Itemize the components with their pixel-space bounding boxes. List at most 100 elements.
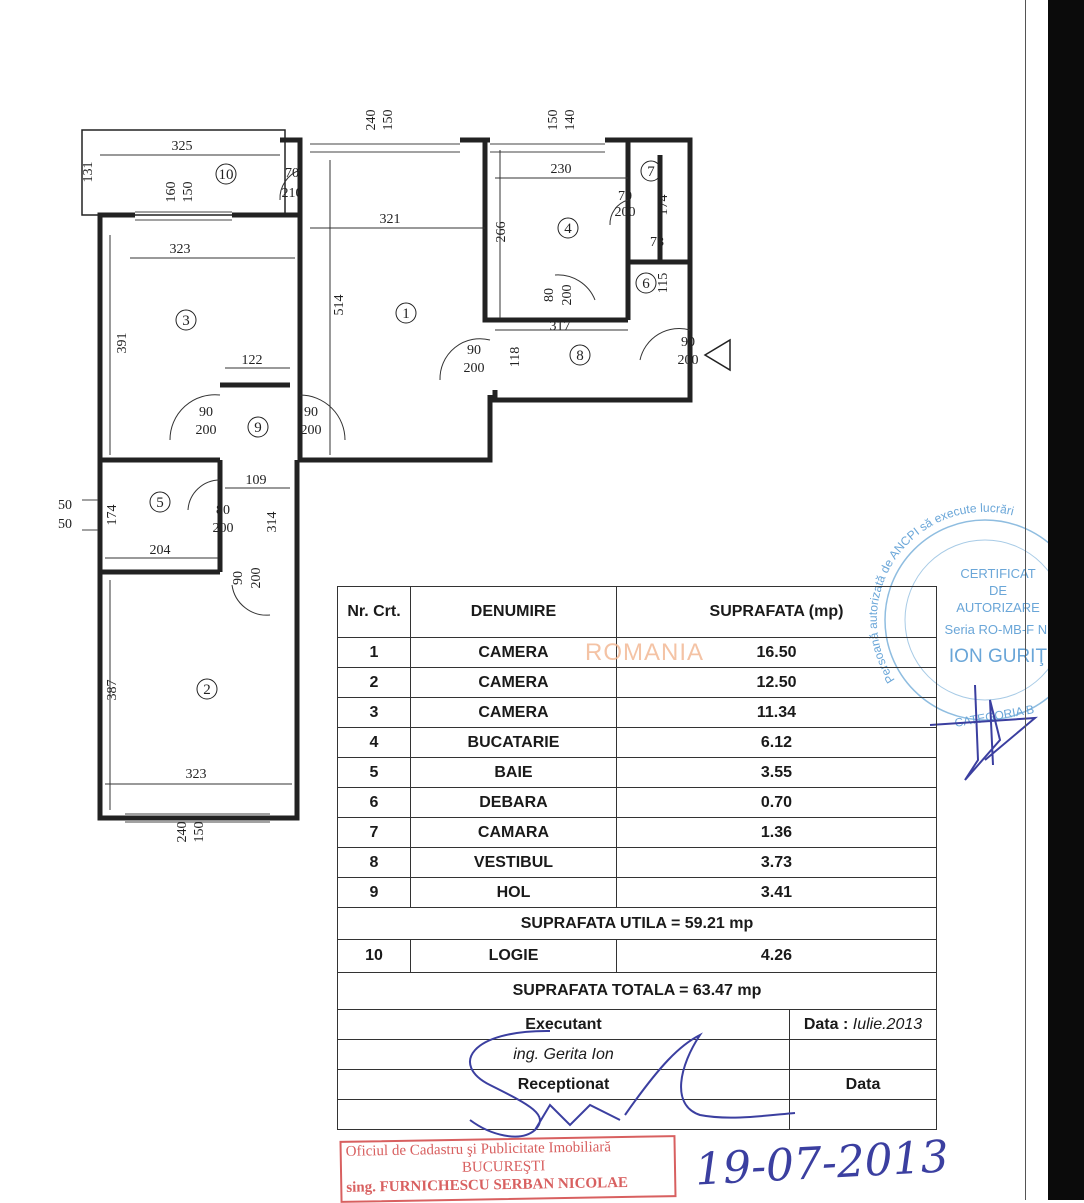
dimension-label: 387 [105,680,120,701]
dimension-label: 317 [550,319,571,334]
dimension-label: 70 [618,189,632,204]
dimension-label: 200 [615,205,636,220]
dimension-label: 230 [551,162,572,177]
cell-name: VESTIBUL [410,847,617,878]
room-number: 2 [203,682,211,698]
totala-row: SUPRAFATA TOTALA = 63.47 mp [337,972,937,1010]
dimension-label: 266 [494,222,509,243]
dimension-label: 140 [563,110,578,131]
dimension-label: 109 [246,473,267,488]
table-header: Nr. Crt. DENUMIRE SUPRAFATA (mp) [337,586,938,638]
room-circle [175,309,197,331]
room-number: 9 [254,420,262,436]
dimension-label: 90 [304,405,318,420]
room-number: 6 [642,276,650,292]
dimension-label: 150 [192,822,207,843]
blank-row [337,1099,937,1130]
dimension-label: 78 [650,235,664,250]
receptionat-row: Receptionat Data [337,1069,937,1100]
room-number: 5 [156,495,164,511]
door-swings [169,169,691,616]
dimension-label: 50 [58,517,72,532]
cell-area: 12.50 [615,667,938,698]
dimension-label: 240 [175,822,190,843]
cell-area: 3.55 [615,757,938,788]
cell-area: 3.41 [615,877,938,908]
dimension-label: 150 [546,110,561,131]
dimension-label: 174 [105,505,120,526]
red-office-stamp: Oficiul de Cadastru şi Publicitate Imobi… [339,1135,677,1203]
dimension-label: 115 [656,273,671,293]
windows [82,143,605,823]
dimension-label: 200 [678,353,699,368]
scan-border [1048,0,1084,1200]
dimension-label: 200 [560,285,575,306]
cell-nr: 6 [337,787,411,818]
dimension-label: 80 [542,288,557,302]
cell-nr: 5 [337,757,411,788]
dimension-label: 50 [58,498,72,513]
cell-name: CAMERA [410,697,617,728]
dimension-lines [100,150,628,810]
dimension-label: 323 [186,767,207,782]
svg-text:Seria RO-MB-F Nr: Seria RO-MB-F Nr [945,622,1053,637]
svg-text:CERTIFICAT: CERTIFICAT [960,566,1035,581]
dimension-label: 200 [213,521,234,536]
cell-name: BUCATARIE [410,727,617,758]
room-number: 10 [219,167,234,183]
cell-name: HOL [410,877,617,908]
cell-nr: 9 [337,877,411,908]
cell-nr: 3 [337,697,411,728]
page-edge-line [1025,0,1026,1200]
cell-area: 6.12 [615,727,938,758]
room-circle [635,272,657,294]
dimension-label: 204 [150,543,171,558]
room-circle [247,416,269,438]
dimension-label: 150 [381,110,396,131]
dimension-label: 90 [467,343,481,358]
dimension-label: 314 [265,512,280,533]
room-number: 1 [402,306,410,322]
dimension-label: 325 [172,139,193,154]
cell-area: 3.73 [615,847,938,878]
dimension-label: 210 [282,186,303,201]
walls [81,129,693,821]
dimension-label: 240 [364,110,379,131]
cell-nr: 2 [337,667,411,698]
svg-text:DE: DE [989,583,1007,598]
executant-name-row: ing. Gerita Ion [337,1039,937,1070]
dimension-label: 200 [249,568,264,589]
dimension-label: 200 [196,423,217,438]
cell-area: 0.70 [615,787,938,818]
dimension-label: 90 [681,335,695,350]
dimension-label: 391 [115,333,130,354]
room-number: 8 [576,348,584,364]
room-circle [149,491,171,513]
dimension-label: 160 [164,182,179,203]
cell-name: DEBARA [410,787,617,818]
executant-row: Executant Data : Iulie.2013 [337,1009,937,1040]
cell-name: CAMERA [410,667,617,698]
dimension-label: 174 [656,195,671,216]
svg-text:AUTORIZARE: AUTORIZARE [956,600,1040,615]
dimension-label: 90 [199,405,213,420]
dimension-label: 514 [332,295,347,316]
cell-name: CAMARA [410,817,617,848]
dimension-label: 70 [285,166,299,181]
entrance-arrow-icon [703,338,731,372]
logie-row: 10 LOGIE 4.26 [337,939,938,973]
svg-text:ION GURIŢ: ION GURIŢ [949,646,1048,667]
room-circle [557,217,579,239]
dimension-label: 323 [170,242,191,257]
cell-nr: 7 [337,817,411,848]
dimension-label: 150 [181,182,196,203]
cell-area: 1.36 [615,817,938,848]
